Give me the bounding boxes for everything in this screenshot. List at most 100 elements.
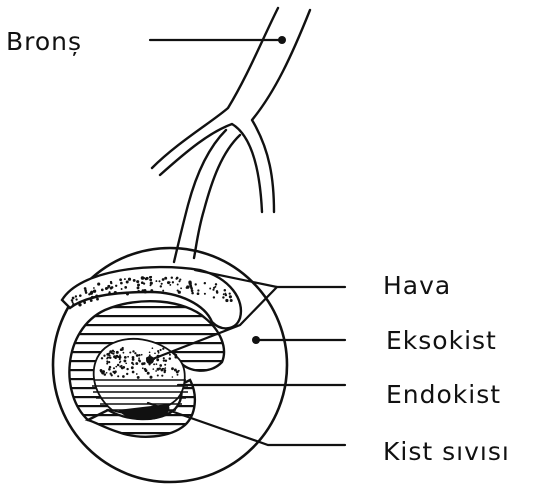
- stipple-dot: [229, 296, 231, 298]
- stipple-dot: [165, 367, 167, 369]
- air-pointer-dot: [146, 356, 154, 364]
- stipple-dot: [109, 357, 111, 359]
- stipple-dot: [119, 354, 121, 356]
- stipple-dot: [71, 299, 74, 302]
- stipple-dot: [223, 293, 225, 295]
- stipple-dot: [120, 282, 123, 285]
- stipple-dot: [174, 356, 177, 359]
- stipple-dot: [138, 357, 140, 359]
- stipple-dot: [191, 292, 194, 295]
- stipple-dot: [158, 352, 160, 354]
- stipple-dot: [177, 284, 179, 286]
- stipple-dot: [142, 289, 145, 292]
- stipple-dot: [108, 361, 110, 363]
- stipple-dot: [79, 294, 82, 297]
- stipple-dot: [95, 294, 98, 297]
- stipple-dot: [110, 282, 112, 284]
- stipple-dot: [157, 350, 159, 352]
- label-endocyst: Endokist: [386, 380, 501, 409]
- stipple-dot: [163, 357, 165, 359]
- stipple-dot: [72, 297, 75, 300]
- label-bronchus: Bronș: [6, 27, 82, 56]
- stipple-dot: [113, 351, 115, 353]
- stipple-dot: [155, 280, 157, 282]
- stipple-dot: [141, 354, 143, 356]
- stipple-dot: [129, 351, 131, 353]
- stipple-dot: [161, 369, 164, 372]
- stipple-dot: [114, 291, 117, 294]
- stipple-dot: [124, 286, 127, 289]
- stipple-dot: [75, 298, 77, 300]
- stipple-dot: [169, 284, 171, 286]
- stipple-dot: [225, 299, 228, 302]
- stipple-dot: [230, 299, 233, 302]
- stipple-dot: [107, 362, 109, 364]
- stipple-dot: [134, 352, 136, 354]
- stipple-dot: [101, 357, 103, 359]
- stipple-dot: [163, 368, 165, 370]
- stipple-dot: [90, 299, 93, 302]
- stipple-dot: [149, 276, 151, 278]
- stipple-dot: [136, 373, 138, 375]
- stipple-dot: [160, 285, 162, 287]
- stipple-dot: [84, 302, 86, 304]
- stipple-dot: [190, 285, 193, 288]
- stipple-dot: [158, 280, 160, 282]
- stipple-dot: [152, 368, 154, 370]
- stipple-dot: [133, 279, 136, 282]
- stipple-dot: [116, 351, 119, 354]
- stipple-dot: [78, 303, 81, 306]
- stipple-dot: [177, 374, 179, 376]
- stipple-dot: [161, 283, 163, 285]
- stipple-dot: [117, 364, 119, 366]
- stipple-dot: [164, 371, 166, 373]
- stipple-dot: [179, 279, 181, 281]
- stipple-dot: [156, 358, 159, 361]
- stipple-dot: [161, 375, 163, 377]
- stipple-dot: [90, 291, 93, 294]
- stipple-dot: [171, 367, 174, 370]
- stipple-dot: [169, 354, 171, 356]
- stipple-dot: [150, 289, 153, 292]
- stipple-dot: [93, 287, 95, 289]
- stipple-dot: [85, 291, 88, 294]
- stipple-dot: [111, 286, 114, 289]
- stipple-dot: [169, 357, 172, 360]
- stipple-dot: [172, 281, 174, 283]
- stipple-dot: [229, 293, 231, 295]
- stipple-dot: [149, 279, 152, 282]
- stipple-dot: [123, 366, 126, 369]
- stipple-dot: [152, 347, 154, 349]
- stipple-dot: [204, 293, 206, 295]
- stipple-dot: [142, 367, 144, 369]
- stipple-dot: [121, 365, 123, 367]
- stipple-dot: [91, 296, 94, 299]
- stipple-dot: [162, 348, 164, 350]
- stipple-dot: [121, 288, 123, 290]
- stipple-dot: [131, 366, 134, 369]
- label-exocyst: Eksokist: [386, 326, 497, 355]
- stipple-dot: [209, 288, 211, 290]
- stipple-dot: [224, 289, 227, 292]
- stipple-dot: [156, 363, 158, 365]
- stipple-dot: [180, 287, 182, 289]
- stipple-dot: [72, 301, 74, 303]
- stipple-dot: [172, 376, 174, 378]
- stipple-dot: [103, 355, 105, 357]
- stipple-dot: [174, 369, 177, 372]
- stipple-dot: [159, 364, 162, 367]
- stipple-dot: [136, 280, 139, 283]
- stipple-dot: [141, 276, 144, 279]
- stipple-dot: [125, 362, 127, 364]
- stipple-dot: [126, 281, 129, 284]
- stipple-dot: [132, 350, 134, 352]
- stipple-dot: [106, 372, 108, 374]
- stipple-dot: [123, 352, 125, 354]
- stipple-dot: [113, 367, 115, 369]
- stipple-dot: [137, 284, 140, 287]
- stipple-dot: [145, 278, 148, 281]
- stipple-dot: [150, 376, 153, 379]
- stipple-dot: [197, 292, 200, 295]
- stipple-dot: [154, 352, 156, 354]
